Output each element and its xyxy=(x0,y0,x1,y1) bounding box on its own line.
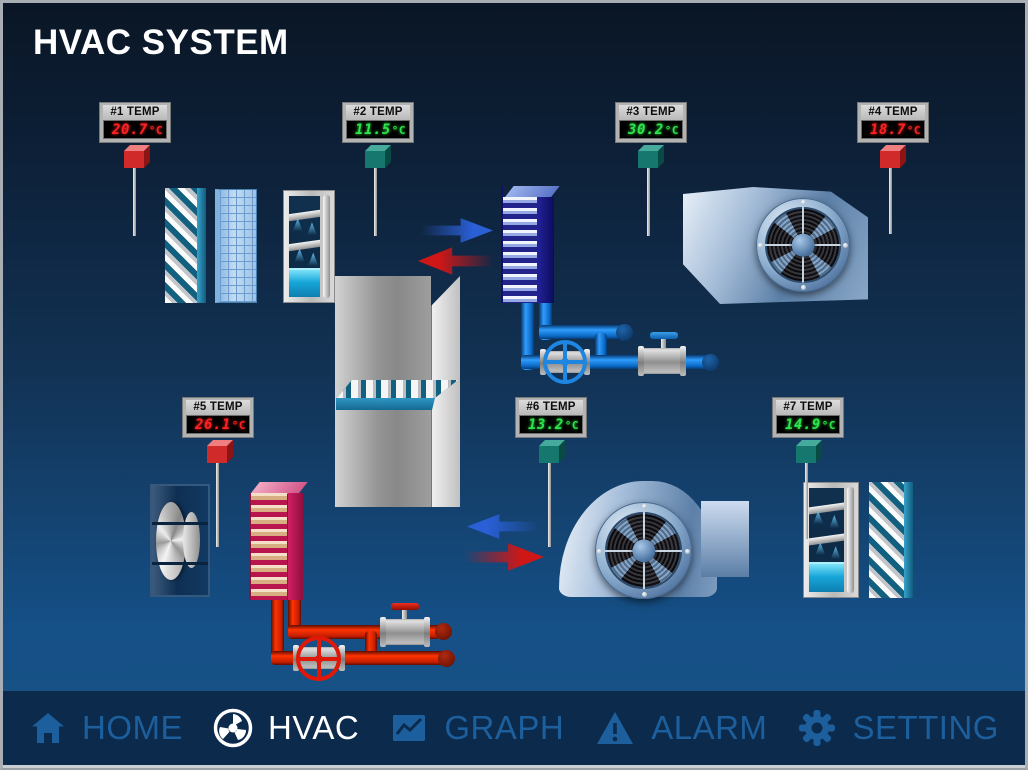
temp-label: #4 TEMP xyxy=(861,105,925,120)
temp-value: 26.1°C xyxy=(186,415,250,434)
alarm-icon xyxy=(594,708,636,748)
temp-display-5: #5 TEMP 26.1°C xyxy=(183,398,253,437)
temp-label: #3 TEMP xyxy=(619,105,683,120)
axial-fan xyxy=(150,484,210,597)
louver-damper-bottom xyxy=(869,482,913,598)
hot-globe-valve xyxy=(380,617,430,647)
supply-fan xyxy=(683,187,868,304)
nav-hvac-label: HVAC xyxy=(268,709,360,746)
cold-globe-valve-handle xyxy=(650,332,678,339)
nav-hvac[interactable]: HVAC xyxy=(213,708,359,748)
settings-icon xyxy=(797,708,837,748)
cooling-coil xyxy=(501,186,560,303)
nav-home[interactable]: HOME xyxy=(29,709,183,747)
temp-label: #6 TEMP xyxy=(519,400,583,415)
temp-value: 11.5°C xyxy=(346,120,410,139)
nav-setting[interactable]: SETTING xyxy=(797,708,999,748)
temp-value: 18.7°C xyxy=(861,120,925,139)
mixing-damper-edge xyxy=(336,398,435,410)
return-fan xyxy=(559,481,749,599)
temp-label: #5 TEMP xyxy=(186,400,250,415)
temp-display-6: #6 TEMP 13.2°C xyxy=(516,398,586,437)
nav-graph[interactable]: GRAPH xyxy=(389,708,564,748)
temp-display-4: #4 TEMP 18.7°C xyxy=(858,103,928,142)
temp-value: 13.2°C xyxy=(519,415,583,434)
spray-humidifier-top xyxy=(283,190,335,303)
home-icon xyxy=(29,709,67,747)
supply-fan-face xyxy=(756,198,850,292)
hvac-diagram: #1 TEMP 20.7°C #2 TEMP 11.5°C #3 TEMP 30… xyxy=(3,3,1025,691)
return-fan-face xyxy=(595,502,692,599)
mixing-damper xyxy=(336,380,458,399)
louver-damper-top xyxy=(165,188,206,303)
bottom-nav: HOME HVAC GRAPH ALA xyxy=(3,691,1025,768)
nav-setting-label: SETTING xyxy=(852,709,999,746)
heating-coil xyxy=(249,482,308,600)
temp-value: 30.2°C xyxy=(619,120,683,139)
air-filter xyxy=(215,189,257,303)
temp-label: #1 TEMP xyxy=(103,105,167,120)
temp-display-2: #2 TEMP 11.5°C xyxy=(343,103,413,142)
spray-humidifier-bottom xyxy=(803,482,859,598)
temp-label: #7 TEMP xyxy=(776,400,840,415)
temp-display-7: #7 TEMP 14.9°C xyxy=(773,398,843,437)
nav-home-label: HOME xyxy=(82,709,183,746)
temp-display-1: #1 TEMP 20.7°C xyxy=(100,103,170,142)
fan-icon xyxy=(213,708,253,748)
cold-handwheel-valve xyxy=(543,340,587,384)
nav-graph-label: GRAPH xyxy=(444,709,565,746)
graph-icon xyxy=(389,708,429,748)
temp-display-3: #3 TEMP 30.2°C xyxy=(616,103,686,142)
nav-alarm[interactable]: ALARM xyxy=(594,708,767,748)
hot-handwheel-valve xyxy=(296,636,341,681)
page-title: HVAC SYSTEM xyxy=(33,23,289,62)
humidifier-water xyxy=(809,561,844,592)
temp-label: #2 TEMP xyxy=(346,105,410,120)
temp-value: 20.7°C xyxy=(103,120,167,139)
nav-alarm-label: ALARM xyxy=(651,709,768,746)
humidifier-water xyxy=(289,267,320,297)
cold-globe-valve xyxy=(638,346,686,376)
hot-globe-valve-handle xyxy=(391,603,419,610)
temp-value: 14.9°C xyxy=(776,415,840,434)
